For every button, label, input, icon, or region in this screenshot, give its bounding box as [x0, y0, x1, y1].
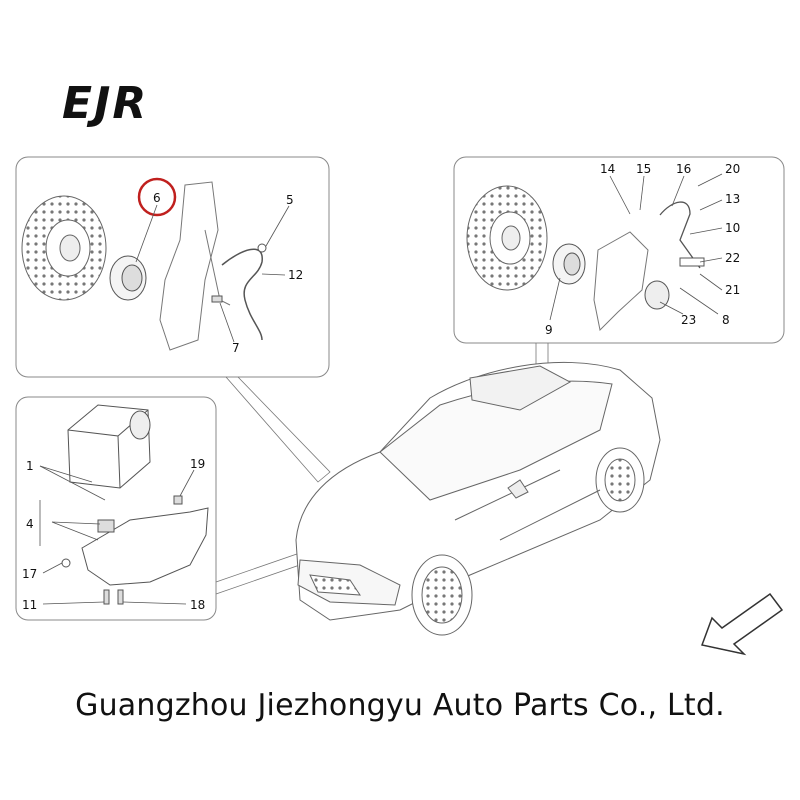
part-label: 20 [725, 162, 740, 176]
wheel-hub-icon [552, 243, 586, 285]
company-name: Guangzhou Jiezhongyu Auto Parts Co., Ltd… [75, 688, 725, 723]
part-label: 9 [545, 323, 553, 337]
panel-front-hub: 6 5 12 7 [15, 156, 330, 378]
part-label: 6 [153, 191, 161, 205]
part-label: 22 [725, 251, 740, 265]
part-label: 19 [190, 457, 205, 471]
part-label: 12 [288, 268, 303, 282]
part-label: 17 [22, 567, 37, 581]
abs-sensor-cable-icon [221, 248, 263, 341]
part-label: 5 [286, 193, 294, 207]
part-label: 4 [26, 517, 34, 531]
part-label: 23 [681, 313, 696, 327]
vehicle-icon [295, 361, 661, 636]
direction-arrow-icon [700, 592, 784, 656]
highlight-ring [137, 177, 177, 217]
abs-module-icon [67, 404, 151, 489]
rear-knuckle-icon [593, 231, 649, 332]
part-label: 7 [232, 341, 240, 355]
part-label: 1 [26, 459, 34, 473]
part-label: 14 [600, 162, 615, 176]
logo-text: EJR [62, 78, 148, 129]
brand-logo: EJR [62, 78, 148, 129]
part-label: 21 [725, 283, 740, 297]
part-label: 15 [636, 162, 651, 176]
part-label: 13 [725, 192, 740, 206]
wheel-hub-icon [109, 255, 147, 301]
panel-abs-unit: 1 19 4 17 11 18 [15, 396, 217, 621]
part-label: 8 [722, 313, 730, 327]
panel-rear-hub: 14 15 16 20 13 10 22 21 9 23 8 [453, 156, 785, 344]
part-label: 10 [725, 221, 740, 235]
brake-disc-icon [21, 195, 107, 301]
part-label: 11 [22, 598, 37, 612]
part-label: 16 [676, 162, 691, 176]
brake-disc-icon [466, 185, 548, 291]
abs-bracket-icon [81, 507, 209, 586]
part-label: 18 [190, 598, 205, 612]
steering-knuckle-icon [159, 181, 219, 351]
